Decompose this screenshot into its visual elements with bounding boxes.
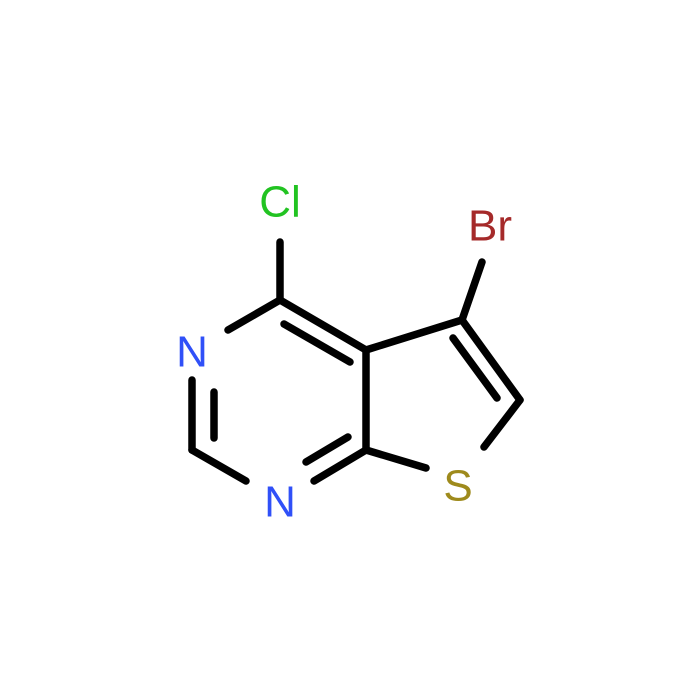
nitrogen-atom-label-bottom: N: [264, 478, 296, 527]
bromine-atom-label: Br: [468, 202, 512, 251]
bond-c4-n3: [224, 296, 284, 334]
atom-labels: Cl Br N N S: [176, 178, 512, 527]
nitrogen-atom-label-top: N: [176, 328, 208, 377]
bond-n1-c7a: [310, 446, 370, 485]
bond-c2-n1: [188, 446, 250, 485]
bonds: [188, 238, 524, 485]
bond-n1-c7a-inner: [302, 433, 352, 466]
bond-c5-br: [458, 258, 486, 324]
bond-c6-c5: [458, 316, 524, 404]
bond-c6-c5-inner: [449, 334, 501, 402]
sulfur-atom-label: S: [443, 462, 472, 511]
chlorine-atom-label: Cl: [259, 178, 301, 227]
bond-s-c6: [480, 396, 524, 451]
bond-c4a-c4-inner: [280, 320, 354, 366]
bond-c4a-c4: [276, 296, 370, 354]
bond-c5-c4a: [362, 316, 466, 354]
bond-c7a-s: [362, 446, 430, 472]
